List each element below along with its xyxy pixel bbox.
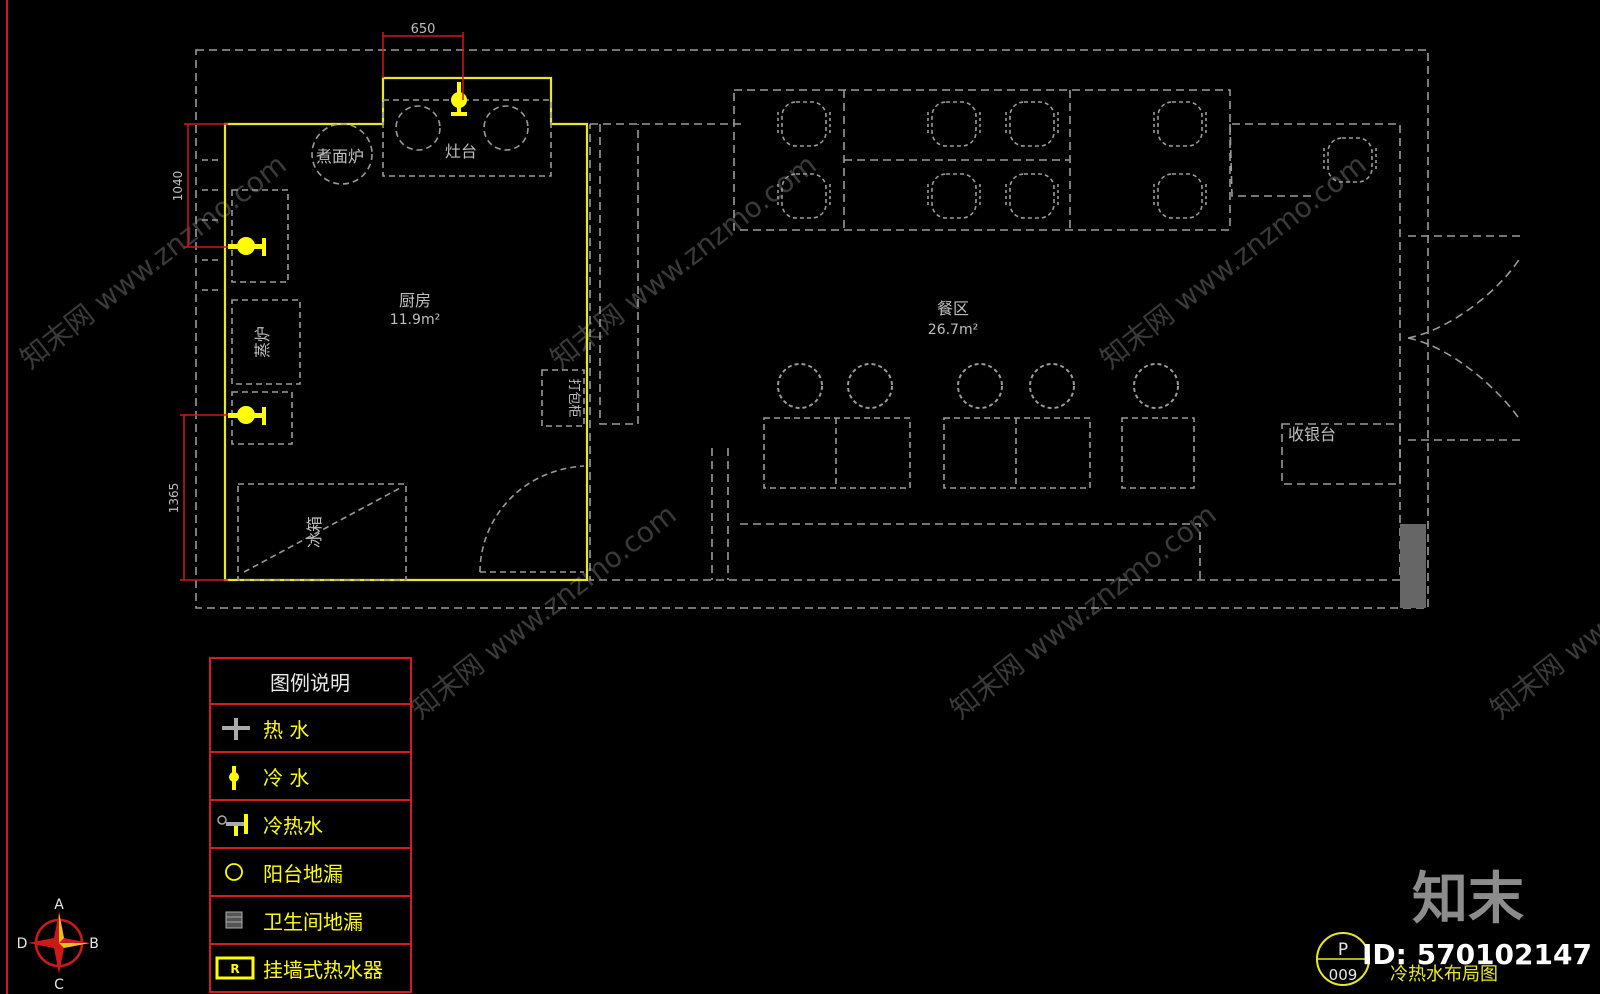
compass-west: D [17, 936, 28, 952]
watermark-text: 知末网 www.znzmo.com [1484, 498, 1600, 726]
balcony-drain-icon [225, 863, 243, 881]
dimension-top-width: 650 [411, 22, 436, 37]
watermark-text: 知末网 www.znzmo.com [944, 498, 1223, 726]
badge-letter: P [1338, 940, 1348, 960]
dimension-left-upper: 1040 [171, 171, 185, 202]
label-kitchen-area: 11.9m² [390, 312, 440, 328]
compass-south: C [54, 977, 64, 993]
water-fixtures [228, 82, 467, 425]
legend-item-cold-water: 冷 水 [263, 766, 309, 790]
hot-cold-water-icon [217, 814, 248, 836]
legend-frame [209, 657, 412, 993]
compass-east: B [89, 936, 99, 952]
legend-item-hot-water: 热 水 [263, 718, 309, 742]
label-stove: 灶台 [445, 142, 477, 161]
dimension-lines [180, 32, 464, 581]
bathroom-drain-icon [225, 911, 243, 929]
watermark-group: 知末网 www.znzmo.com 知末网 www.znzmo.com 知末网 … [14, 148, 1600, 726]
label-dining-area: 26.7m² [928, 322, 978, 338]
label-dining-name: 餐区 [937, 299, 969, 318]
label-packer: 打包柜 [566, 378, 581, 417]
dining-tables [763, 417, 1195, 489]
watermark-text: 知末网 www.znzmo.com [544, 148, 823, 376]
legend-title: 图例说明 [270, 671, 350, 695]
building-outline [195, 49, 1429, 609]
legend-item-bathroom-drain: 卫生间地漏 [263, 910, 363, 934]
badge-number: 009 [1329, 966, 1358, 984]
legend-item-balcony-drain: 阳台地漏 [263, 862, 343, 886]
drawing-title: 冷热水布局图 [1390, 964, 1498, 985]
brand-watermark: 知末 [1412, 867, 1524, 932]
label-freezer: 冰箱 [305, 516, 324, 548]
legend-item-hot-cold-water: 冷热水 [263, 814, 323, 838]
kitchen-wall [223, 76, 589, 582]
watermark-text: 知末网 www.znzmo.com [404, 498, 683, 726]
wall-heater-icon: R [215, 956, 255, 980]
watermark-text: 知末网 www.znzmo.com [1094, 148, 1373, 376]
label-cashier: 收银台 [1288, 425, 1336, 444]
compass-north: A [54, 897, 64, 913]
hot-cold-water-icon [228, 237, 266, 256]
cashier-pillar [1400, 524, 1426, 608]
cold-water-icon [229, 766, 239, 790]
cold-water-icon [451, 82, 467, 116]
watermark-text: 知末网 www.znzmo.com [14, 148, 293, 376]
label-noodle-stove: 煮面炉 [316, 147, 364, 166]
dining-walls [589, 89, 1521, 581]
label-steamer: 蒸炉 [253, 326, 272, 358]
hot-water-icon [222, 718, 250, 740]
dimension-left-lower: 1365 [167, 483, 181, 514]
label-kitchen-name: 厨房 [399, 291, 431, 310]
drawing-badge: P 009 冷热水布局图 [1316, 932, 1498, 986]
legend: 图例说明 R 热 水 冷 水 冷热水 阳台地漏 卫生间地漏 [209, 657, 412, 993]
svg-text:R: R [230, 962, 239, 976]
hot-cold-water-icon [228, 406, 266, 425]
legend-item-wall-heater: 挂墙式热水器 [263, 958, 383, 982]
compass-icon: A B C D [17, 897, 99, 993]
id-watermark: ID: 570102147 [1362, 938, 1592, 971]
labels: 煮面炉 灶台 厨房 11.9m² 餐区 26.7m² 蒸炉 打包柜 冰箱 收银台 [253, 142, 1336, 548]
